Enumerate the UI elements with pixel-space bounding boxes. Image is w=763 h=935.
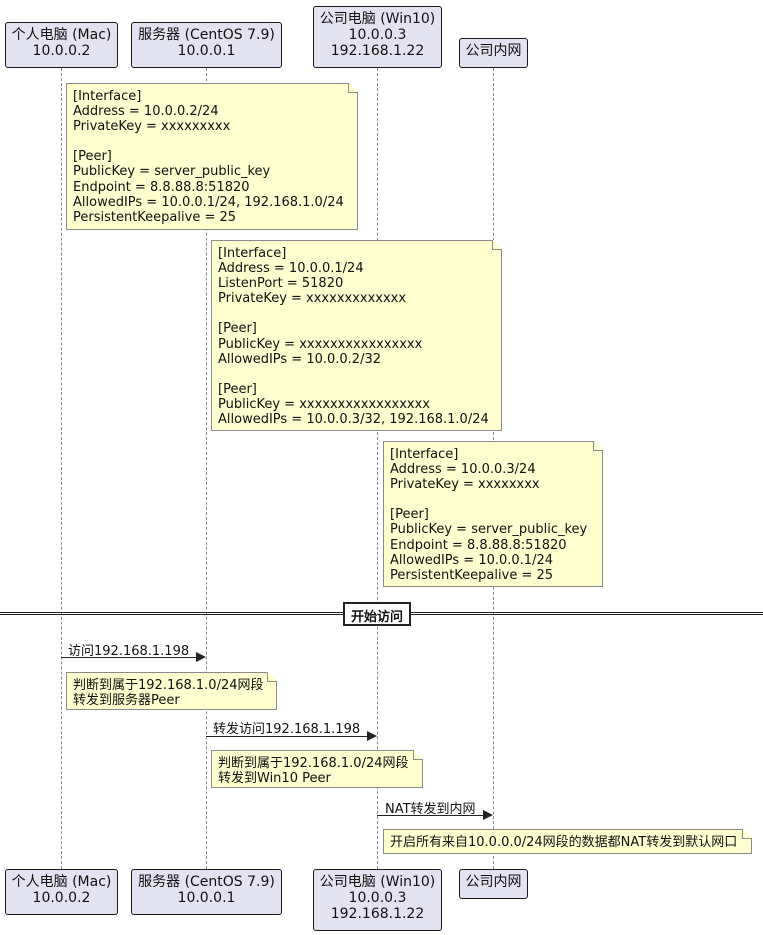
participant-name: 公司电脑 (Win10): [319, 874, 436, 890]
participant-ip: 10.0.0.3: [348, 890, 407, 906]
message-label: 转发访问192.168.1.198: [213, 722, 361, 737]
participant-name: 公司内网: [465, 874, 522, 890]
participant-server-bottom: 服务器 (CentOS 7.9) 10.0.0.1: [131, 869, 282, 915]
participant-win10-bottom: 公司电脑 (Win10) 10.0.0.3 192.168.1.22: [313, 869, 442, 931]
participant-name: 个人电脑 (Mac): [11, 874, 112, 890]
participant-lan-ip: 192.168.1.22: [330, 906, 425, 922]
participant-lan-bottom: 公司内网: [459, 869, 528, 899]
message-label: NAT转发到内网: [385, 802, 476, 817]
participant-name: 公司内网: [465, 43, 522, 59]
note-mac-route: 判断到属于192.168.1.0/24网段 转发到服务器Peer: [66, 672, 277, 710]
message-arrow-line: [206, 736, 368, 737]
arrowhead-icon: [483, 810, 493, 820]
participant-name: 个人电脑 (Mac): [11, 27, 112, 43]
participant-ip: 10.0.0.1: [177, 890, 236, 906]
participant-name: 服务器 (CentOS 7.9): [138, 27, 275, 43]
divider-label: 开始访问: [343, 602, 412, 626]
participant-ip: 10.0.0.1: [177, 43, 236, 59]
participant-name: 公司电脑 (Win10): [319, 11, 436, 27]
arrowhead-icon: [367, 731, 377, 741]
arrowhead-icon: [196, 652, 206, 662]
note-mac-config: [Interface] Address = 10.0.0.2/24 Privat…: [66, 83, 358, 230]
participant-ip: 10.0.0.2: [32, 890, 91, 906]
message-arrow-line: [61, 657, 197, 658]
participant-win10-top: 公司电脑 (Win10) 10.0.0.3 192.168.1.22: [313, 6, 442, 68]
participant-ip: 10.0.0.2: [32, 43, 91, 59]
note-server-route: 判断到属于192.168.1.0/24网段 转发到Win10 Peer: [211, 750, 423, 788]
message-arrow-line: [377, 815, 484, 816]
lifeline-win10: [377, 68, 378, 869]
participant-name: 服务器 (CentOS 7.9): [138, 874, 275, 890]
message-label: 访问192.168.1.198: [68, 644, 190, 659]
participant-mac-top: 个人电脑 (Mac) 10.0.0.2: [5, 22, 118, 68]
note-win10-config: [Interface] Address = 10.0.0.3/24 Privat…: [383, 441, 603, 587]
lifeline-mac: [61, 68, 62, 869]
lifeline-server: [206, 68, 207, 869]
note-server-config: [Interface] Address = 10.0.0.1/24 Listen…: [211, 240, 502, 431]
participant-mac-bottom: 个人电脑 (Mac) 10.0.0.2: [5, 869, 118, 915]
participant-ip: 10.0.0.3: [348, 27, 407, 43]
participant-lan-top: 公司内网: [459, 38, 528, 68]
participant-server-top: 服务器 (CentOS 7.9) 10.0.0.1: [131, 22, 282, 68]
participant-lan-ip: 192.168.1.22: [330, 43, 425, 59]
note-win10-nat: 开启所有来自10.0.0.0/24网段的数据都NAT转发到默认网口: [383, 829, 752, 854]
